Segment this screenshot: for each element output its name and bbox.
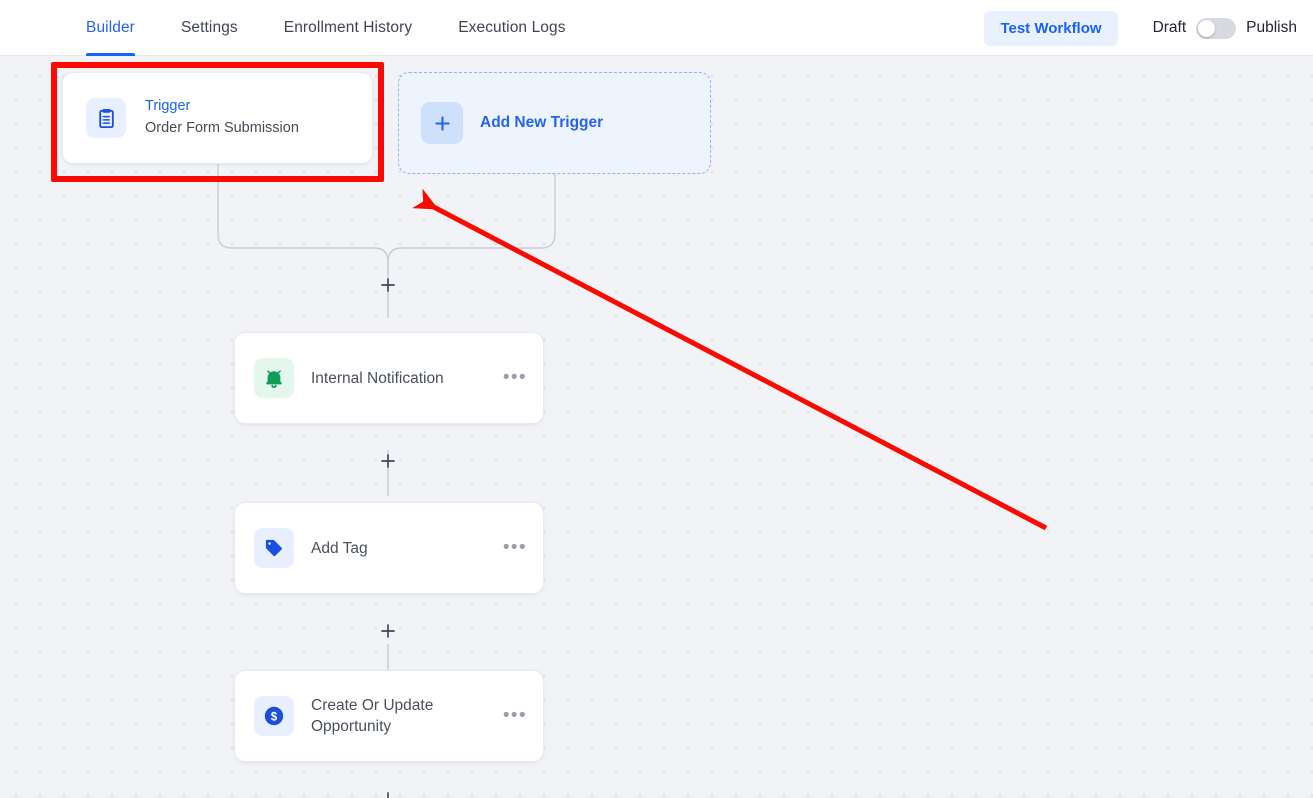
add-step-button-2[interactable] bbox=[377, 450, 399, 472]
dollar-circle-icon: $ bbox=[254, 696, 294, 736]
app-header: Builder Settings Enrollment History Exec… bbox=[0, 0, 1313, 56]
publish-toggle-knob bbox=[1198, 19, 1216, 37]
trigger-title: Trigger bbox=[145, 98, 191, 114]
tag-icon bbox=[254, 528, 294, 568]
tab-builder-label: Builder bbox=[86, 18, 135, 36]
workflow-canvas[interactable]: Trigger Order Form Submission Add New Tr… bbox=[0, 56, 1313, 798]
tab-enrollment-history[interactable]: Enrollment History bbox=[284, 0, 412, 56]
svg-text:$: $ bbox=[271, 711, 278, 723]
tab-builder[interactable]: Builder bbox=[86, 0, 135, 56]
step-label-create-or-update-opportunity: Create Or Update Opportunity bbox=[311, 697, 434, 735]
clipboard-list-icon bbox=[86, 98, 126, 138]
step-menu-create-or-update-opportunity[interactable]: ••• bbox=[502, 705, 527, 726]
step-card-add-tag[interactable]: Add Tag ••• bbox=[234, 502, 544, 594]
add-step-button-1[interactable] bbox=[377, 274, 399, 296]
trigger-subtitle: Order Form Submission bbox=[145, 120, 299, 136]
publish-toggle[interactable] bbox=[1196, 17, 1237, 39]
plus-icon bbox=[421, 102, 463, 144]
trigger-card[interactable]: Trigger Order Form Submission bbox=[62, 72, 373, 164]
tab-bar: Builder Settings Enrollment History Exec… bbox=[86, 0, 612, 56]
step-label-add-tag: Add Tag bbox=[311, 539, 368, 557]
add-new-trigger-label: Add New Trigger bbox=[480, 114, 604, 131]
tab-execution-logs[interactable]: Execution Logs bbox=[458, 0, 565, 56]
step-card-create-or-update-opportunity[interactable]: $ Create Or Update Opportunity ••• bbox=[234, 670, 544, 762]
step-menu-internal-notification[interactable]: ••• bbox=[502, 367, 527, 388]
add-step-button-3[interactable] bbox=[377, 620, 399, 642]
add-step-button-4[interactable] bbox=[377, 788, 399, 798]
publish-toggle-group: Draft Publish bbox=[1152, 17, 1297, 39]
step-card-internal-notification[interactable]: Internal Notification ••• bbox=[234, 332, 544, 424]
step-menu-add-tag[interactable]: ••• bbox=[502, 537, 527, 558]
draft-label: Draft bbox=[1152, 19, 1187, 36]
tab-enrollment-history-label: Enrollment History bbox=[283, 18, 413, 36]
tab-settings-label: Settings bbox=[180, 18, 238, 36]
trigger-text: Trigger Order Form Submission bbox=[145, 97, 299, 139]
header-actions: Test Workflow Draft Publish bbox=[984, 0, 1305, 56]
bell-icon bbox=[254, 358, 294, 398]
test-workflow-button[interactable]: Test Workflow bbox=[984, 10, 1118, 46]
publish-label: Publish bbox=[1246, 19, 1297, 36]
tab-settings[interactable]: Settings bbox=[181, 0, 238, 56]
step-label-internal-notification: Internal Notification bbox=[311, 369, 444, 387]
add-new-trigger-card[interactable]: Add New Trigger bbox=[398, 72, 711, 174]
tab-execution-logs-label: Execution Logs bbox=[458, 18, 566, 36]
